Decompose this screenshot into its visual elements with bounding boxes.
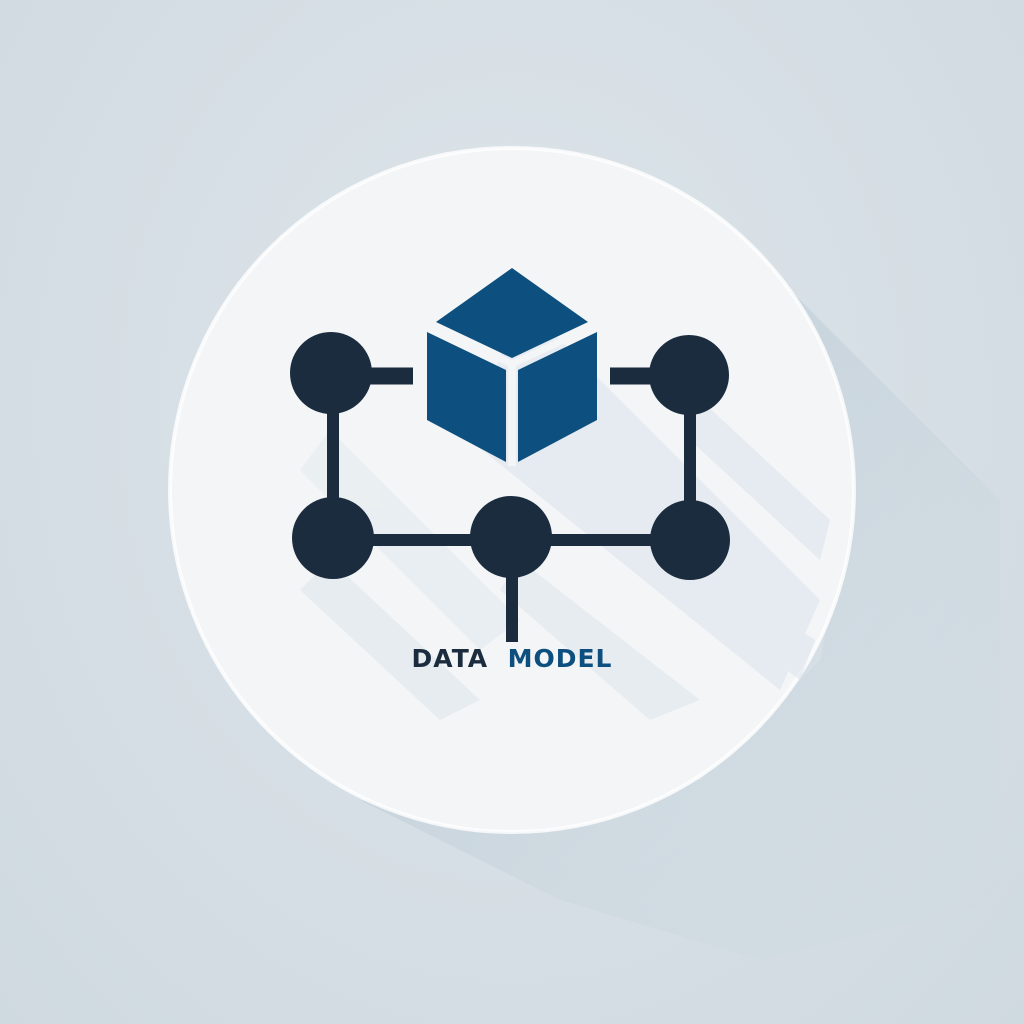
badge-circle bbox=[170, 148, 854, 832]
node-left-top bbox=[290, 332, 372, 414]
node-center-bottom bbox=[470, 496, 552, 578]
node-right-bottom bbox=[650, 500, 730, 580]
node-left-bottom bbox=[292, 497, 374, 579]
cube-icon bbox=[427, 268, 597, 466]
label-word-data: DATA bbox=[411, 644, 489, 673]
node-right-top bbox=[649, 335, 729, 415]
label-word-model: MODEL bbox=[507, 644, 613, 673]
network-graph-icon bbox=[290, 332, 730, 642]
logo-label: DATA MODEL bbox=[0, 644, 1024, 673]
